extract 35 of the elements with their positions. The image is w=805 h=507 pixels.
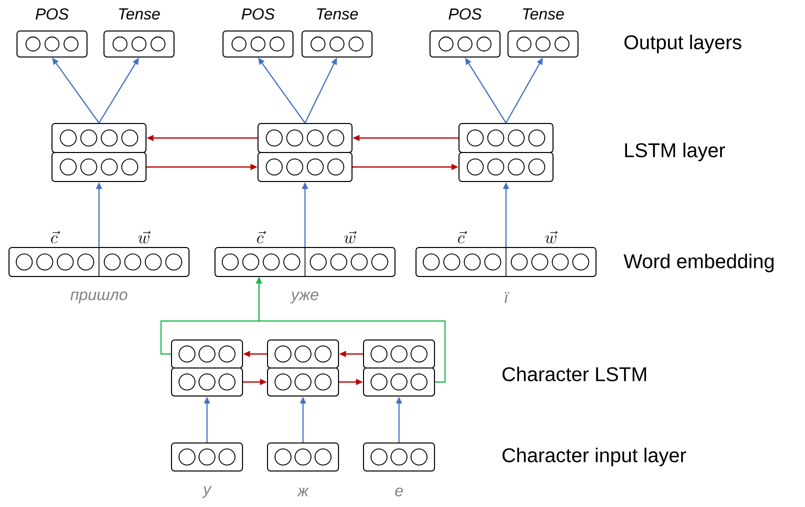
layer-label: Character LSTM: [502, 366, 646, 382]
layer-box: [258, 122, 352, 153]
layer-box: [171, 339, 243, 368]
layer-heading: POS: [242, 8, 275, 20]
vector-symbol: $\vec{w}$: [138, 230, 150, 244]
layer-box: [363, 339, 435, 368]
vector-symbol: $\vec{w}$: [344, 230, 356, 244]
layer-box: [458, 122, 554, 153]
word-label: ї: [504, 292, 510, 303]
layer-label: LSTM layer: [625, 142, 726, 162]
layer-heading: Tense: [119, 8, 160, 20]
vector-symbol: $\vec{c}$: [257, 230, 266, 244]
layer-box: [458, 152, 554, 182]
layer-heading: POS: [448, 8, 482, 20]
word-label: пришло: [70, 292, 128, 304]
layer-heading: Tense: [523, 8, 564, 20]
layer-box: [267, 339, 339, 368]
word-label: е: [395, 488, 403, 496]
vector-symbol: $\vec{w}$: [545, 230, 558, 244]
layer-box: [171, 367, 243, 396]
layer-label: Word embedding: [624, 254, 774, 272]
layer-box: [363, 367, 435, 396]
layer-box: [267, 367, 339, 396]
layer-heading: POS: [36, 8, 69, 20]
word-label: уже: [290, 292, 318, 304]
word-label: ж: [296, 488, 310, 496]
vector-symbol: $\vec{c}$: [458, 230, 468, 244]
layer-heading: Tense: [317, 8, 358, 20]
vector-symbol: $\vec{c}$: [51, 230, 60, 244]
layer-label: Output layers: [624, 34, 742, 54]
word-label: у: [202, 486, 212, 498]
layer-box: [258, 152, 352, 182]
layer-box: [52, 122, 146, 153]
layer-label: Character input layer: [502, 448, 686, 466]
layer-box: [52, 152, 146, 182]
